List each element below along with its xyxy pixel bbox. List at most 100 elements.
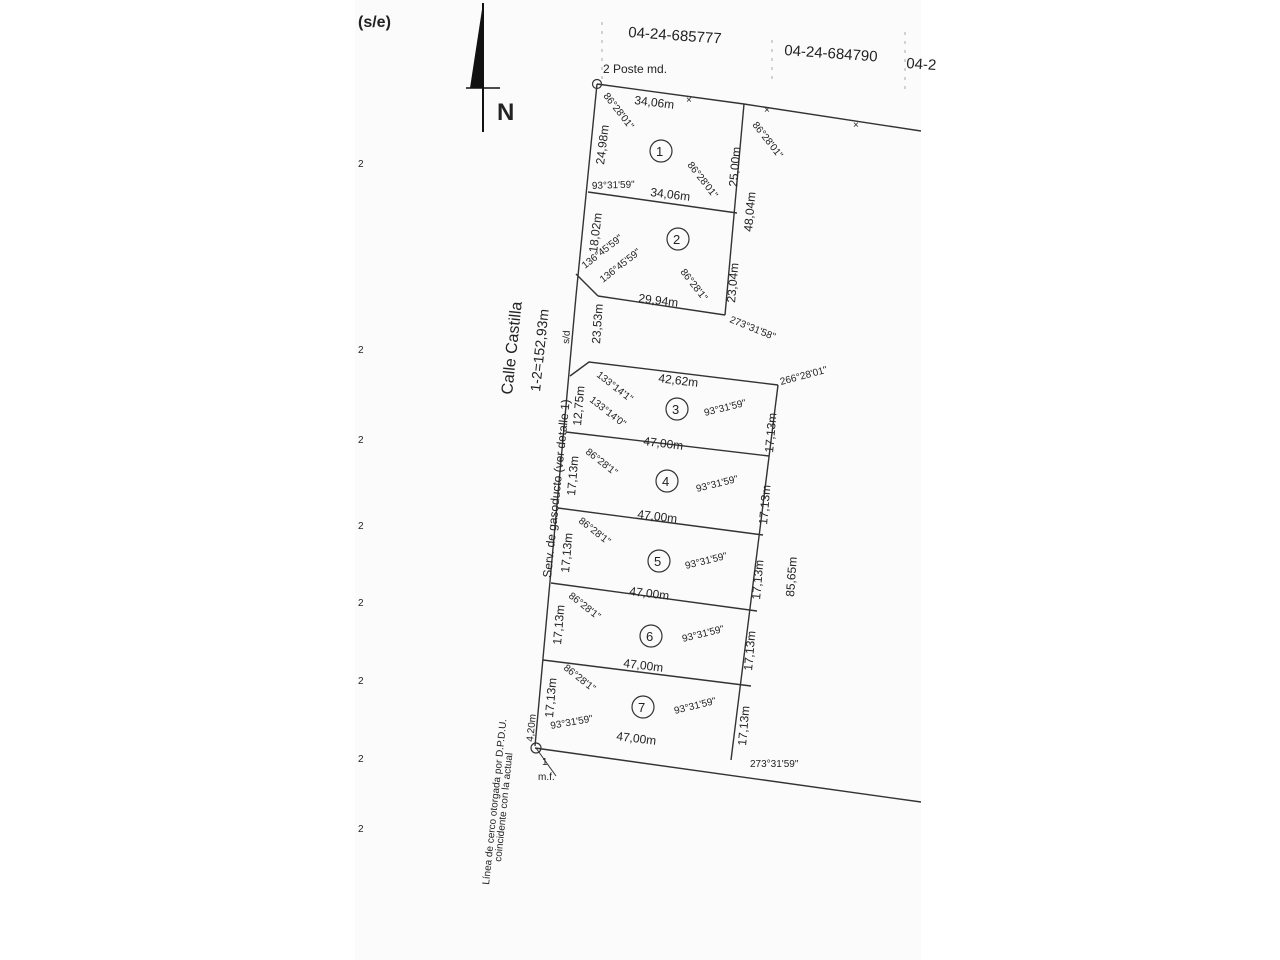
angle-se: 273°31'59"	[750, 759, 799, 770]
lot-1-east: 25,00m	[726, 146, 743, 187]
margin-mark: 2	[358, 598, 364, 609]
marker-id: 1	[542, 757, 548, 768]
lot-5-badge	[647, 549, 671, 573]
lot-6-bottom: 47,00m	[623, 656, 664, 675]
south-boundary	[534, 747, 922, 803]
lot-3-number: 3	[672, 402, 679, 417]
marker-offset: 4,20m	[525, 714, 539, 743]
north-label: N	[497, 99, 514, 126]
lot-4-east: 17,13m	[756, 484, 773, 525]
margin-mark: 2	[358, 521, 364, 532]
adjacent-parcels: 04-24-685777 04-24-684790 04-2 2 Poste m…	[591, 22, 937, 90]
lot-5-angle-e: 93°31'59"	[684, 551, 729, 572]
lot-3: 3 42,62m 47,00m 12,75m 17,13m 133°14'1" …	[565, 361, 779, 457]
lot-7-west: 17,13m	[542, 677, 559, 718]
lot-2-east: 23,04m	[724, 262, 741, 303]
lot-2-angle-e: 86°28'1"	[678, 267, 710, 303]
marker-mf: m.f.	[538, 772, 555, 783]
lot-4-angle-w: 86°28'1"	[583, 447, 619, 479]
lot-5-east: 17,13m	[749, 559, 766, 600]
west-boundary-lower	[534, 295, 577, 747]
lot-5-number: 5	[654, 554, 661, 569]
lot-4-bottom: 47,00m	[637, 507, 678, 526]
sd-label: s/d	[561, 330, 573, 344]
lot-3-top: 42,62m	[658, 371, 699, 390]
lot-4-west: 17,13m	[564, 455, 581, 496]
poste-label: 2 Poste md.	[603, 62, 667, 76]
lot-7-angle-sw: 93°31'59"	[550, 714, 595, 732]
lot-6-angle-w: 86°28'1"	[566, 591, 602, 623]
lot-7: 7 47,00m 17,13m 17,13m 86°28'1" 93°31'59…	[542, 663, 752, 748]
east-boundary-lower	[730, 384, 779, 761]
lot-6-angle-e: 93°31'59"	[681, 624, 726, 645]
fence-note: Línea de cerco otorgada por D.P.D.U. coi…	[481, 714, 557, 885]
west-boundary-upper	[575, 83, 598, 297]
north-arrow-head	[470, 3, 483, 88]
lot-5: 5 47,00m 17,13m 17,13m 86°28'1" 93°31'59…	[550, 516, 766, 612]
parcel-id-a: 04-24-685777	[628, 24, 722, 47]
lot-1-bottom: 34,06m	[650, 185, 691, 204]
angle-ne: 86°28'01"	[750, 120, 785, 161]
margin-mark: 2	[358, 754, 364, 765]
lot-3-west: 12,75m	[570, 385, 587, 426]
lot-4-number: 4	[662, 474, 669, 489]
lot-5-south-line	[550, 582, 758, 612]
east-boundary-upper	[724, 103, 745, 316]
property-outline: × × ×	[534, 83, 922, 803]
lot-7-bottom: 47,00m	[616, 729, 657, 748]
angle-mid-2: 266°28'01"	[779, 365, 829, 388]
lot-2-badge	[666, 227, 690, 251]
lot-3-south-line	[565, 431, 770, 457]
margin-mark: 2	[358, 345, 364, 356]
lot-6-west: 17,13m	[550, 604, 567, 645]
east-lower-length: 85,65m	[783, 556, 800, 597]
lot-7-east: 17,13m	[735, 705, 752, 746]
lot-7-badge	[631, 695, 655, 719]
lot-2: 2 18,02m 23,04m 29,94m 136°45'59" 136°45…	[575, 212, 741, 316]
north-arrow: N	[466, 3, 514, 132]
scale-label: (s/e)	[358, 14, 391, 31]
lot-1-south-line	[587, 191, 738, 214]
angle-mid: 273°31'58"	[728, 315, 777, 343]
lot-6-east: 17,13m	[741, 630, 758, 671]
lot-6-south-line	[542, 659, 752, 687]
lot-3-angle-e: 93°31'59"	[703, 398, 748, 419]
lot-6-badge	[639, 624, 663, 648]
parcel-id-b: 04-24-684790	[784, 42, 878, 65]
lot-5-bottom: 47,00m	[629, 584, 670, 603]
lot-1: 1 34,06m 34,06m 24,98m 25,00m 86°28'01" …	[587, 91, 743, 214]
lot-1-number: 1	[656, 144, 663, 159]
lot-3-badge	[665, 397, 689, 421]
lot-1-badge	[649, 139, 673, 163]
lot-4-badge	[655, 469, 679, 493]
gap-west-length: 23,53m	[589, 303, 606, 344]
lot-1-top: 34,06m	[634, 93, 675, 112]
margin-mark: 2	[358, 159, 364, 170]
boundary-cross: ×	[686, 95, 692, 106]
lot-5-west: 17,13m	[558, 532, 575, 573]
lot-2-west: 18,02m	[586, 212, 605, 253]
lot-2-bottom: 29,94m	[638, 291, 679, 310]
lot-1-angle-sw: 93°31'59"	[592, 179, 636, 192]
lot-2-chamfer	[575, 273, 599, 297]
margin-mark: 2	[358, 824, 364, 835]
boundary-cross: ×	[764, 105, 770, 116]
margin-mark: 2	[358, 676, 364, 687]
lot-3-bottom: 47,00m	[643, 434, 684, 453]
lot-7-angle-e: 93°31'59"	[673, 696, 718, 717]
margin-mark: 2	[358, 435, 364, 446]
lot-3-top-line	[569, 361, 779, 386]
lot-2-number: 2	[673, 232, 680, 247]
lot-4-south-line	[557, 507, 764, 536]
street-name: Calle Castilla	[499, 301, 526, 396]
lot-7-number: 7	[638, 700, 645, 715]
marker-leader	[535, 747, 557, 777]
street-length: 1-2=152,93m	[527, 308, 552, 392]
east-upper-length: 48,04m	[741, 191, 758, 232]
lot-4-angle-e: 93°31'59"	[695, 474, 740, 495]
lot-1-west: 24,98m	[593, 124, 612, 165]
lot-6-number: 6	[646, 629, 653, 644]
parcel-id-c: 04-2	[906, 55, 937, 74]
plan-sheet	[355, 0, 921, 960]
